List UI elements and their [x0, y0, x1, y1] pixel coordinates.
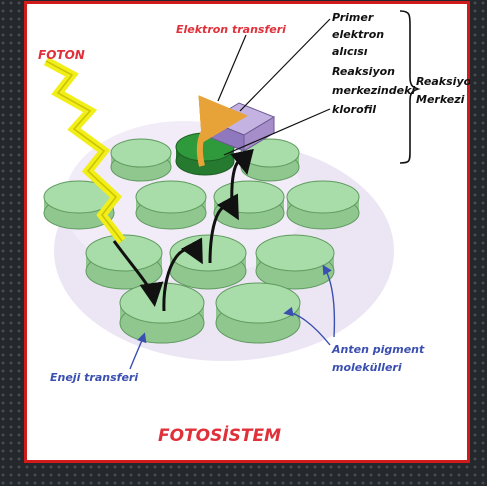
primer-line-1: Primer [332, 11, 374, 24]
klorofil-line-1: Reaksiyon [332, 65, 395, 78]
antenna-disc [256, 235, 334, 289]
klorofil-line-2: merkezindeki [332, 84, 415, 97]
electron-transfer-leader-line [218, 35, 246, 101]
reaction-center-line-1: Reaksiyon [416, 75, 470, 88]
antenna-disc [111, 139, 171, 181]
antenna-label-line-1: Anten pigment [331, 343, 425, 356]
antenna-disc [170, 235, 246, 289]
energy-transfer-label: Eneji transferi [50, 371, 138, 384]
photosystem-diagram: FOTON Elektron transferi Primer elektron… [24, 1, 470, 463]
antenna-label-line-2: molekülleri [332, 361, 402, 374]
antenna-disc [136, 181, 206, 229]
klorofil-line-3: klorofil [332, 103, 376, 116]
diagram-title: FOTOSİSTEM [158, 424, 281, 446]
antenna-disc [86, 235, 162, 289]
antenna-disc [120, 283, 204, 343]
electron-transfer-label: Elektron transferi [176, 23, 286, 36]
primer-line-3: alıcısı [332, 45, 368, 58]
antenna-disc [214, 181, 284, 229]
antenna-disc [287, 181, 359, 229]
foton-label: FOTON [38, 48, 85, 62]
primer-line-2: elektron [332, 28, 384, 41]
reaction-center-line-2: Merkezi [416, 93, 465, 106]
